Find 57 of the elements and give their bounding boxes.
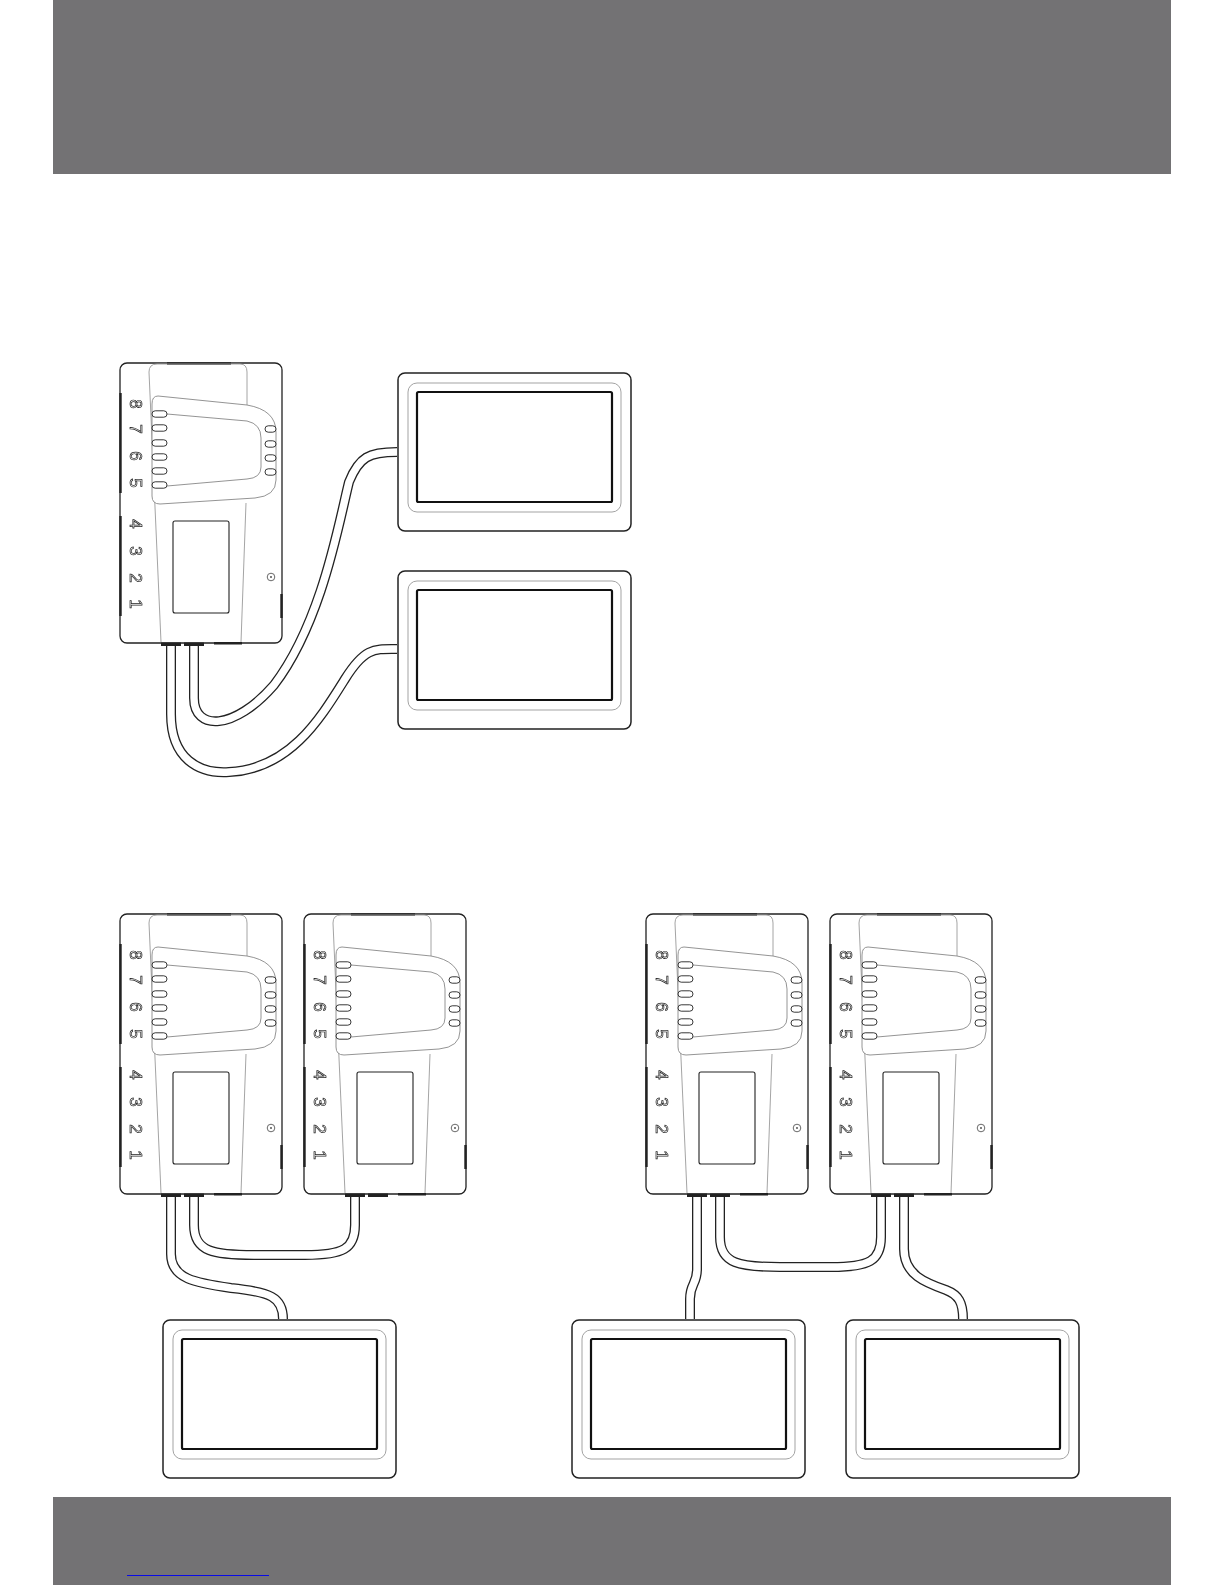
key-number: 7 (836, 975, 854, 985)
key-number: 8 (836, 950, 854, 960)
key-number: 8 (310, 950, 328, 960)
key-number: 7 (310, 975, 328, 985)
key-number: 7 (652, 975, 670, 985)
key-number: 4 (836, 1070, 854, 1080)
key-number: 3 (126, 546, 144, 556)
monitor-drawing (571, 1319, 806, 1479)
key-module (303, 913, 467, 1197)
monitor-drawing (397, 570, 632, 730)
key-number: 1 (836, 1150, 854, 1160)
key-number: 6 (126, 1002, 144, 1012)
key-number: 3 (836, 1097, 854, 1107)
key-number: 4 (652, 1070, 670, 1080)
key-number: 5 (310, 1029, 328, 1039)
key-number: 1 (126, 1150, 144, 1160)
monitor-drawing (397, 372, 632, 532)
key-module (829, 913, 993, 1197)
key-number: 1 (652, 1150, 670, 1160)
key-module (119, 362, 283, 646)
key-number: 2 (126, 1124, 144, 1134)
monitor-drawing (845, 1319, 1080, 1479)
cable (685, 1197, 702, 1319)
key-number: 2 (310, 1124, 328, 1134)
key-number: 5 (126, 478, 144, 488)
key-number: 3 (126, 1097, 144, 1107)
key-number: 2 (652, 1124, 670, 1134)
key-number: 4 (310, 1070, 328, 1080)
key-number: 6 (652, 1002, 670, 1012)
key-number: 6 (126, 451, 144, 461)
key-number: 7 (126, 975, 144, 985)
key-number: 8 (126, 399, 144, 409)
key-number: 6 (836, 1002, 854, 1012)
cable (189, 1197, 360, 1260)
key-number: 4 (126, 519, 144, 529)
key-number: 5 (126, 1029, 144, 1039)
key-number: 1 (310, 1150, 328, 1160)
key-number: 2 (126, 573, 144, 583)
key-number: 5 (836, 1029, 854, 1039)
key-module (645, 913, 809, 1197)
key-number: 8 (652, 950, 670, 960)
key-number: 3 (310, 1097, 328, 1107)
key-number: 4 (126, 1070, 144, 1080)
cable (166, 1197, 288, 1320)
key-number: 1 (126, 599, 144, 609)
monitor-drawing (162, 1319, 397, 1479)
key-number: 7 (126, 424, 144, 434)
key-number: 3 (652, 1097, 670, 1107)
cable (715, 1197, 886, 1272)
key-number: 5 (652, 1029, 670, 1039)
cable (899, 1197, 968, 1320)
cable (189, 447, 398, 727)
cable (166, 644, 398, 778)
key-number: 8 (126, 950, 144, 960)
key-number: 6 (310, 1002, 328, 1012)
key-number: 2 (836, 1124, 854, 1134)
key-module (119, 913, 283, 1197)
